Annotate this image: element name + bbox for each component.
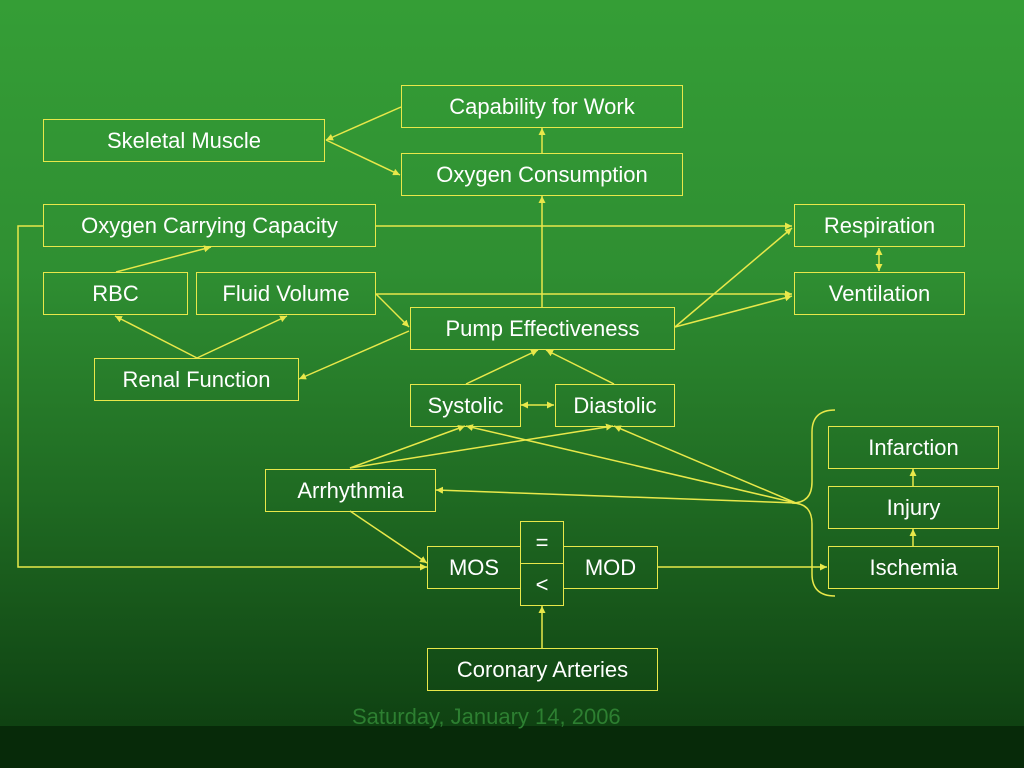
- node-injury: Injury: [828, 486, 999, 529]
- node-coronary-arteries: Coronary Arteries: [427, 648, 658, 691]
- arrow-pump-to-respiration: [674, 227, 793, 328]
- node-mos: MOS: [427, 546, 521, 589]
- arrow-skeletal-to-oxygen-consumption: [325, 139, 401, 176]
- arrow-fluid-to-pump: [375, 293, 410, 328]
- node-rbc: RBC: [43, 272, 188, 315]
- node-skeletal-muscle: Skeletal Muscle: [43, 119, 325, 162]
- arrow-occ-loop-to-mos: [17, 225, 427, 571]
- node-diastolic: Diastolic: [555, 384, 675, 427]
- node-systolic: Systolic: [410, 384, 521, 427]
- arrow-bracket-to-systolic: [465, 424, 797, 504]
- node-arrhythmia: Arrhythmia: [265, 469, 436, 512]
- node-oxygen-consumption: Oxygen Consumption: [401, 153, 683, 196]
- node-renal-function: Renal Function: [94, 358, 299, 401]
- node-oxygen-carrying-capacity: Oxygen Carrying Capacity: [43, 204, 376, 247]
- arrow-capability-to-skeletal: [325, 106, 402, 141]
- node-equals: =: [520, 521, 564, 564]
- arrow-diastolic-to-pump: [545, 349, 615, 385]
- arrow-arrhythmia-to-mos: [349, 510, 428, 564]
- node-pump-effectiveness: Pump Effectiveness: [410, 307, 675, 350]
- arrow-rbc-to-occ: [115, 245, 212, 273]
- arrow-renal-to-fluid: [196, 315, 288, 359]
- node-capability-for-work: Capability for Work: [401, 85, 683, 128]
- node-less-than: <: [520, 563, 564, 606]
- node-ventilation: Ventilation: [794, 272, 965, 315]
- arrow-pump-to-renal: [298, 330, 410, 380]
- arrow-bracket-to-diastolic: [613, 425, 797, 504]
- arrow-bracket-to-arrhythmia: [435, 486, 797, 504]
- node-respiration: Respiration: [794, 204, 965, 247]
- footer-bar: [0, 726, 1024, 768]
- node-ischemia: Ischemia: [828, 546, 999, 589]
- arrow-arrhythmia-to-diastolic: [349, 423, 614, 469]
- node-fluid-volume: Fluid Volume: [196, 272, 376, 315]
- node-mod: MOD: [563, 546, 658, 589]
- arrow-pump-to-ventilation: [674, 294, 793, 328]
- node-infarction: Infarction: [828, 426, 999, 469]
- footer-date: Saturday, January 14, 2006: [352, 704, 621, 729]
- arrow-systolic-to-pump: [465, 349, 539, 385]
- arrow-renal-to-rbc: [114, 315, 198, 359]
- brace: [791, 409, 836, 597]
- arrow-arrhythmia-to-systolic: [349, 425, 466, 469]
